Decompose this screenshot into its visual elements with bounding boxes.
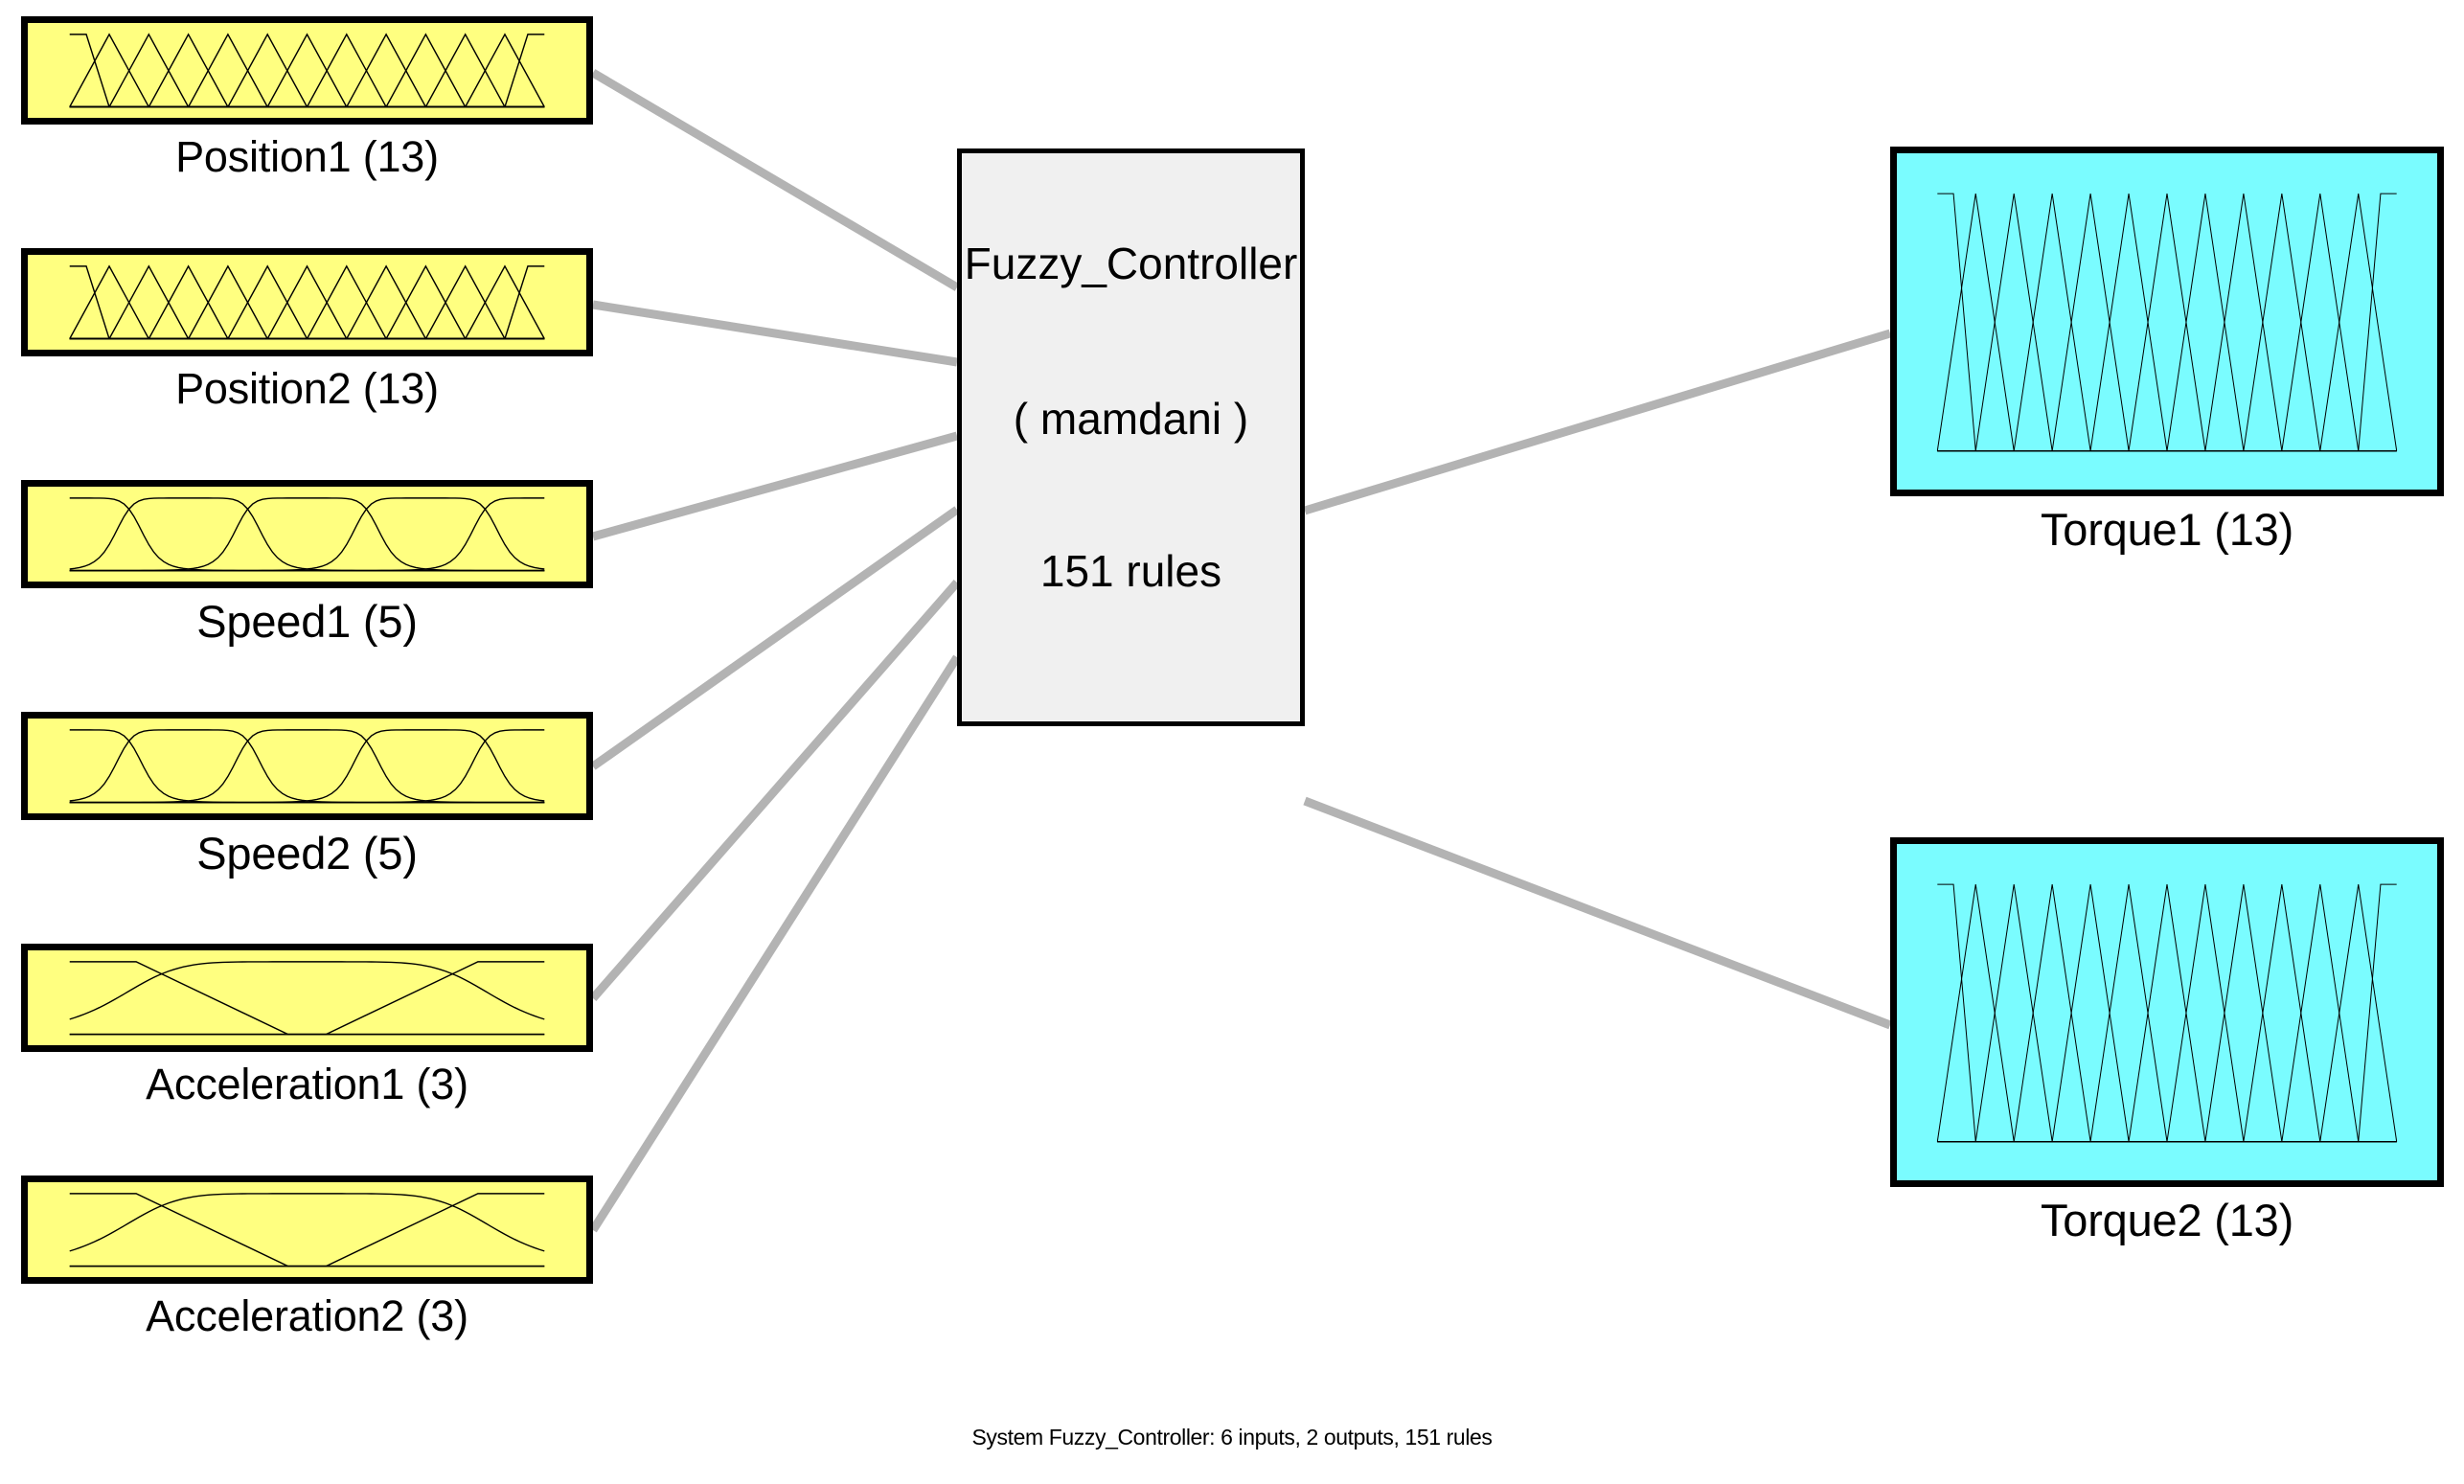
output-mf-plot-torque1[interactable]	[1890, 147, 2444, 496]
input-variable-position2[interactable]: Position2 (13)	[21, 248, 593, 423]
output-variable-torque1[interactable]: Torque1 (13)	[1890, 147, 2444, 563]
connector-fuzzy_controller-to-torque1	[1303, 329, 1892, 515]
connector-position1-to-fuzzy_controller	[590, 69, 960, 291]
connector-speed1-to-fuzzy_controller	[591, 431, 959, 541]
membership-function-curves	[28, 1182, 586, 1277]
fis-name-label: Fuzzy_Controller	[964, 239, 1298, 288]
fis-block-body[interactable]: Fuzzy_Controller ( mamdani ) 151 rules	[957, 148, 1305, 726]
input-mf-plot-acceleration1[interactable]	[21, 944, 593, 1052]
membership-function-curves	[28, 487, 586, 582]
input-variable-label: Position2 (13)	[175, 364, 439, 413]
membership-function-curves	[1897, 153, 2437, 490]
input-mf-plot-position1[interactable]	[21, 16, 593, 125]
output-mf-plot-torque2[interactable]	[1890, 837, 2444, 1187]
output-variable-label: Torque1 (13)	[2040, 504, 2294, 555]
fis-block[interactable]: Fuzzy_Controller ( mamdani ) 151 rules	[957, 148, 1305, 726]
fis-rule-count-label: 151 rules	[1039, 546, 1222, 596]
input-mf-plot-position2[interactable]	[21, 248, 593, 356]
input-variable-label: Acceleration1 (3)	[146, 1060, 468, 1108]
connector-speed2-to-fuzzy_controller	[590, 506, 960, 770]
input-variable-acceleration2[interactable]: Acceleration2 (3)	[21, 1176, 593, 1351]
membership-function-curves	[28, 719, 586, 813]
input-mf-plot-speed1[interactable]	[21, 480, 593, 588]
output-variable-label: Torque2 (13)	[2040, 1195, 2294, 1245]
membership-function-curves	[1897, 844, 2437, 1180]
fis-type-label: ( mamdani )	[1013, 394, 1249, 444]
input-mf-plot-acceleration2[interactable]	[21, 1176, 593, 1284]
connector-acceleration2-to-fuzzy_controller	[589, 654, 961, 1233]
input-variable-speed2[interactable]: Speed2 (5)	[21, 712, 593, 887]
connector-position2-to-fuzzy_controller	[592, 300, 958, 367]
membership-function-curves	[28, 950, 586, 1045]
input-variable-acceleration1[interactable]: Acceleration1 (3)	[21, 944, 593, 1119]
input-variable-label: Speed2 (5)	[196, 828, 418, 879]
input-variable-label: Speed1 (5)	[196, 596, 418, 647]
membership-function-curves	[28, 255, 586, 350]
output-variable-torque2[interactable]: Torque2 (13)	[1890, 837, 2444, 1254]
input-variable-speed1[interactable]: Speed1 (5)	[21, 480, 593, 655]
system-summary-caption: System Fuzzy_Controller: 6 inputs, 2 out…	[971, 1425, 1493, 1450]
input-mf-plot-speed2[interactable]	[21, 712, 593, 820]
connector-fuzzy_controller-to-torque2	[1303, 796, 1892, 1030]
input-variable-label: Acceleration2 (3)	[146, 1291, 468, 1340]
connector-acceleration1-to-fuzzy_controller	[589, 580, 961, 1001]
input-variable-label: Position1 (13)	[175, 132, 439, 181]
membership-function-curves	[28, 23, 586, 118]
input-variable-position1[interactable]: Position1 (13)	[21, 16, 593, 192]
